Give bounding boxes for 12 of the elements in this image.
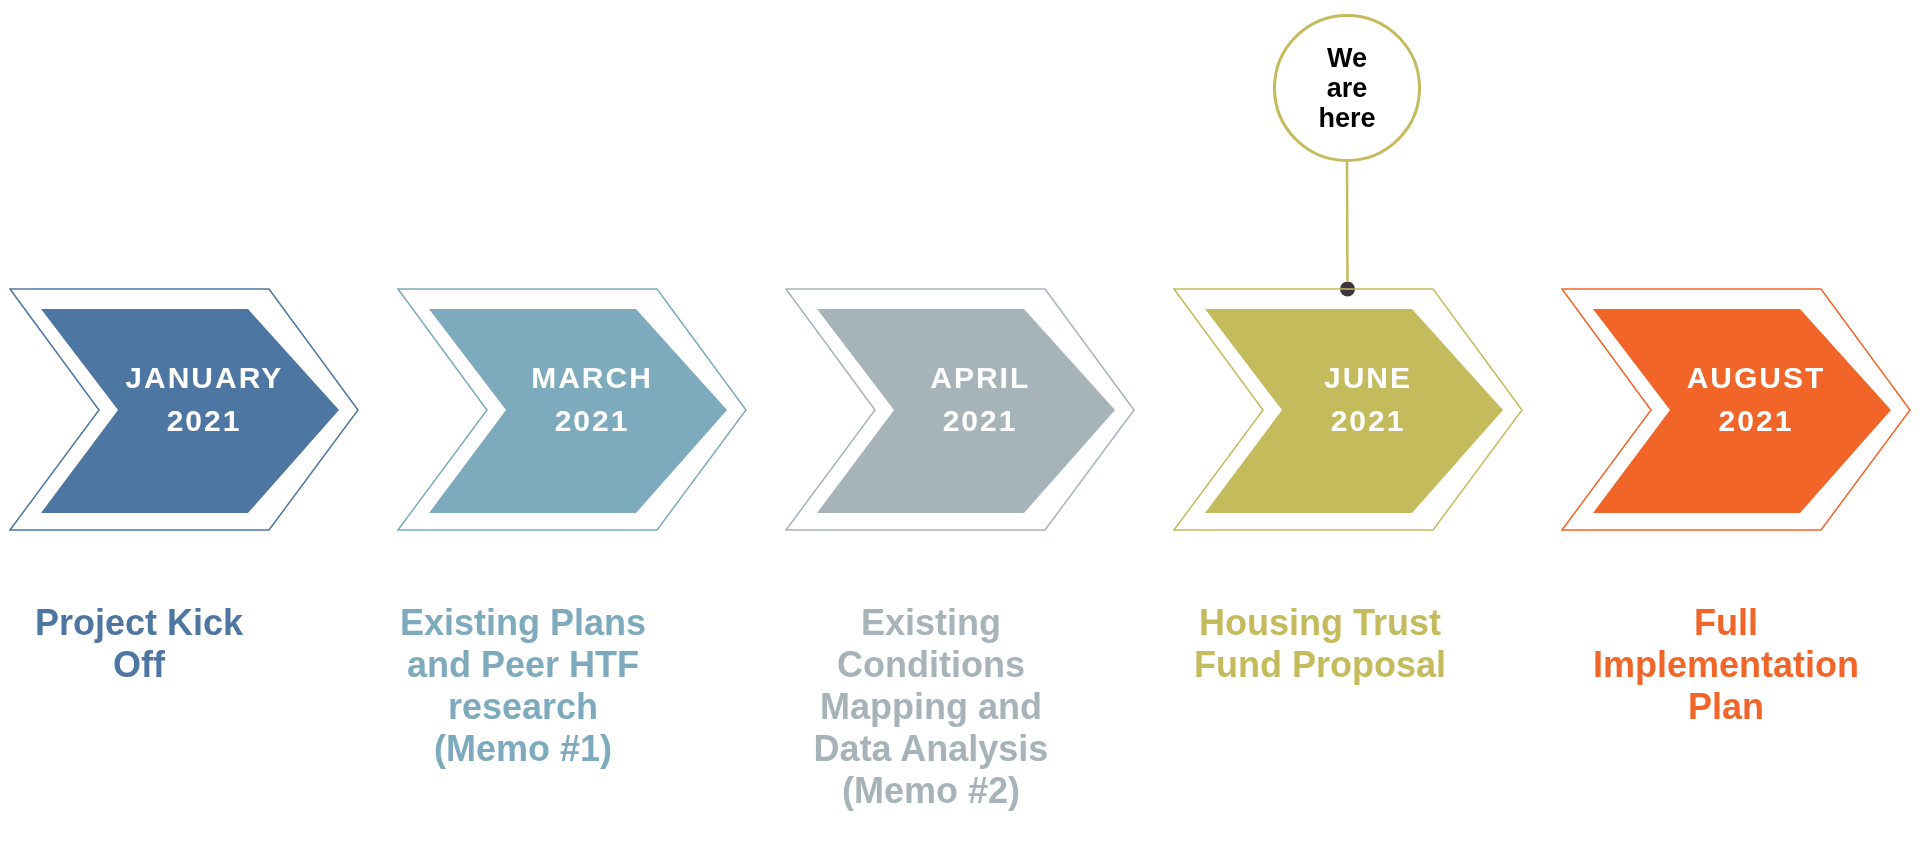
milestone-label: Project Kick Off: [33, 602, 245, 686]
milestone-label: Housing Trust Fund Proposal: [1193, 602, 1447, 686]
milestone-label: Full Implementation Plan: [1592, 602, 1860, 728]
connector-line: [1340, 162, 1355, 297]
month-label: AUGUST 2021: [1686, 360, 1826, 439]
month-label: JUNE 2021: [1324, 360, 1412, 439]
callout-text: We are here: [1318, 43, 1376, 133]
milestone-label: Existing Conditions Mapping and Data Analysis (Memo #2): [812, 602, 1050, 812]
milestone-label: Existing Plans and Peer HTF research (Memo #1): [398, 602, 648, 770]
month-label: APRIL 2021: [930, 360, 1030, 439]
month-label: MARCH 2021: [531, 360, 653, 439]
month-label: JANUARY 2021: [125, 360, 283, 439]
